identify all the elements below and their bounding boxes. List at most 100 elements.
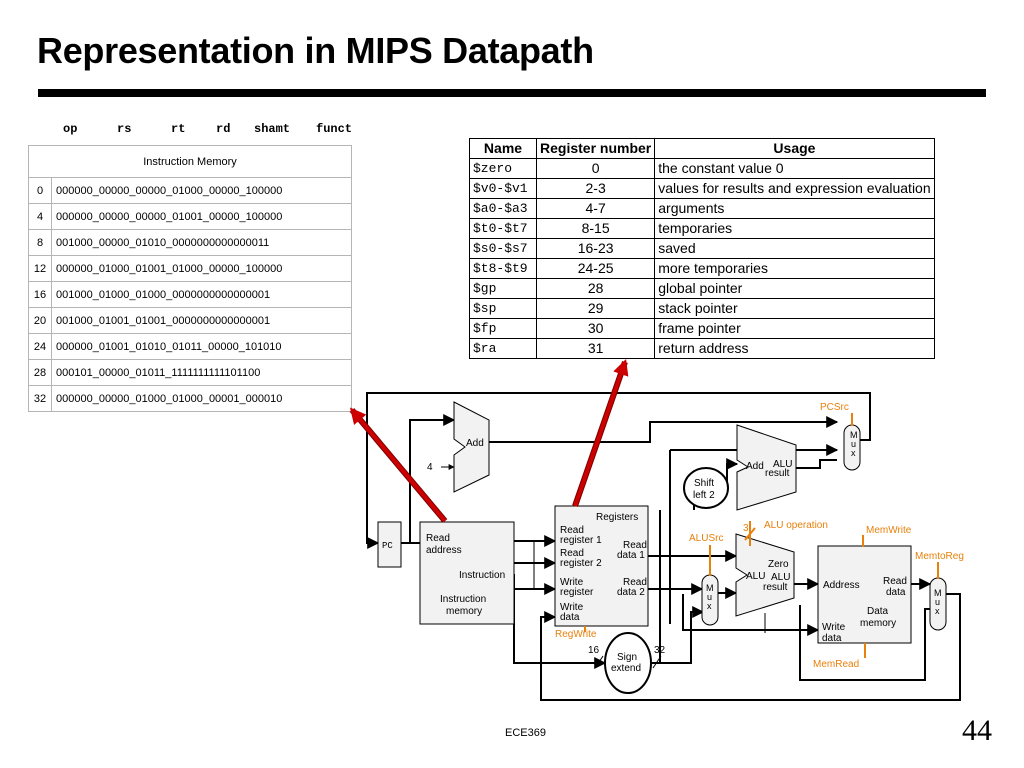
dm-read-2: data — [886, 587, 906, 598]
register-number: 31 — [535, 338, 656, 359]
field-rs: rs — [117, 122, 132, 136]
address-cell: 28 — [28, 359, 52, 386]
register-name: $t8-$t9 — [469, 258, 537, 279]
machine-code-cell: 000000_00000_01000_01000_00001_000010 — [51, 385, 352, 412]
thin-wires — [441, 464, 766, 633]
branch-adder — [736, 424, 797, 511]
header-name: Name — [469, 138, 537, 159]
pc-label: PC — [382, 541, 393, 551]
program-counter — [377, 521, 402, 568]
field-op: op — [63, 122, 78, 136]
memtoreg-label: MemtoReg — [915, 551, 964, 562]
dm-name-1: Data — [867, 606, 889, 617]
sign-label-1: Sign — [617, 652, 637, 663]
register-number: 4-7 — [535, 198, 656, 219]
main-alu — [735, 533, 795, 617]
dm-write-1: Write — [822, 622, 846, 633]
dm-read-1: Read — [883, 576, 907, 587]
register-name: $sp — [469, 298, 537, 319]
red-arrow-to-instruction-memory — [349, 407, 447, 523]
branch-adder-alu: ALU — [773, 459, 792, 470]
register-usage: return address — [654, 338, 935, 359]
mux-letter: u — [935, 597, 940, 607]
registers-title: Registers — [596, 512, 638, 523]
mux-letter: M — [934, 588, 942, 598]
imem-instruction: Instruction — [459, 570, 505, 581]
read-data1-1: Read — [623, 540, 647, 551]
machine-code-cell: 001000_00000_01010_0000000000000011 — [51, 229, 352, 256]
alu-result-2: result — [763, 582, 788, 593]
alu-op-bits: 3 — [743, 523, 749, 534]
write-data-1: Write — [560, 602, 584, 613]
register-usage: stack pointer — [654, 298, 935, 319]
read-reg1-2: register 1 — [560, 535, 602, 546]
alu-operation-label: ALU operation — [764, 520, 828, 531]
register-file — [554, 505, 649, 627]
field-rt: rt — [171, 122, 186, 136]
branch-adder-label: Add — [746, 461, 764, 472]
imem-read-1: Read — [426, 533, 450, 544]
register-name: $ra — [469, 338, 537, 359]
dm-address: Address — [823, 580, 860, 591]
imem-name-1: Instruction — [440, 594, 486, 605]
alu-result-1: ALU — [771, 572, 790, 583]
red-arrow-to-register-table — [573, 358, 629, 507]
instruction-memory-title: Instruction Memory — [28, 145, 352, 178]
read-data1-2: data 1 — [617, 550, 645, 561]
shift-label-1: Shift — [694, 478, 714, 489]
register-usage: frame pointer — [654, 318, 935, 339]
page-title: Representation in MIPS Datapath — [37, 30, 594, 71]
sign-extend-unit — [604, 632, 652, 694]
main-wires — [366, 392, 961, 701]
register-name: $v0-$v1 — [469, 178, 537, 199]
bits-32: 32 — [654, 645, 666, 656]
read-reg2-2: register 2 — [560, 558, 602, 569]
alu-zero: Zero — [768, 559, 789, 570]
field-shamt: shamt — [254, 122, 291, 136]
dm-name-2: memory — [860, 618, 896, 629]
alusrc-label: ALUSrc — [689, 533, 723, 544]
mux-letter: u — [851, 439, 856, 449]
footer-course: ECE369 — [505, 727, 546, 739]
pc-adder — [453, 401, 490, 493]
machine-code-cell: 000000_00000_00000_01000_00000_100000 — [51, 177, 352, 204]
mux-letter: x — [935, 606, 940, 616]
dm-write-2: data — [822, 633, 842, 644]
header-register-number: Register number — [535, 138, 656, 159]
machine-code-cell: 000000_01001_01010_01011_00000_101010 — [51, 333, 352, 360]
branch-adder-result: result — [765, 468, 790, 479]
page-number: 44 — [962, 714, 992, 747]
instruction-memory-block — [419, 521, 515, 625]
control-signal-labels: PCSrc ALUSrc 3 ALU operation MemWrite Me… — [555, 402, 964, 670]
machine-code-cell: 001000_01001_01001_0000000000000001 — [51, 307, 352, 334]
read-reg2-1: Read — [560, 548, 584, 559]
mux-letter: M — [706, 583, 714, 593]
constant-four: 4 — [427, 462, 433, 473]
address-cell: 20 — [28, 307, 52, 334]
read-data2-2: data 2 — [617, 587, 645, 598]
sign-label-2: extend — [611, 663, 641, 674]
machine-code-cell: 000000_01000_01001_01000_00000_100000 — [51, 255, 352, 282]
mux-letter: x — [851, 448, 856, 458]
mux-letter: M — [850, 430, 858, 440]
control-signal-lines — [584, 413, 939, 658]
imem-name-2: memory — [446, 606, 482, 617]
mux-letter: x — [707, 601, 712, 611]
register-number: 30 — [535, 318, 656, 339]
machine-code-cell: 000000_00000_00000_01001_00000_100000 — [51, 203, 352, 230]
field-rd: rd — [216, 122, 231, 136]
